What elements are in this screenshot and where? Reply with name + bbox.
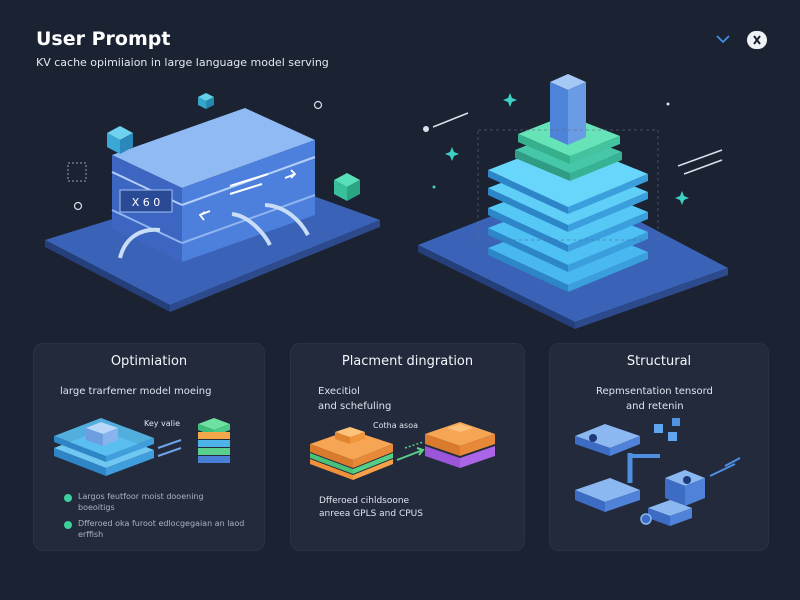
close-button[interactable]	[747, 31, 767, 49]
floating-cube	[198, 93, 214, 109]
server-block: X 6 0	[111, 108, 316, 262]
key-value-annotation: Key valie	[144, 419, 181, 428]
placement-illustration	[310, 422, 495, 480]
page-subtitle: KV cache opimiiaion in large language mo…	[36, 56, 329, 69]
card-description-line: Execitiol	[318, 386, 360, 397]
hero-illustration: X 6 0	[45, 74, 728, 329]
kv-illustration	[54, 418, 230, 476]
layer-stack	[488, 74, 648, 292]
chevron-down-icon[interactable]	[712, 30, 734, 48]
floating-cube	[334, 173, 360, 201]
card-description: large trarfemer model moeing	[60, 386, 212, 397]
bullet-text: Largos feutfoor moist dooening boeoitigs	[78, 492, 204, 512]
placement-card: Placment dingration Execitiol and schefu…	[290, 343, 525, 551]
placement-annotation: Cotha asoa	[373, 421, 418, 430]
bullet-dot	[64, 521, 72, 529]
card-title: Optimiation	[110, 354, 188, 369]
card-title: Placment dingration	[341, 354, 474, 369]
floating-cube	[107, 126, 133, 154]
optimization-card: Optimiation large trarfemer model moeing…	[33, 343, 265, 551]
structural-card: Structural Repmsentation tensord and ret…	[549, 343, 769, 551]
card-description-line: and retenin	[626, 401, 684, 412]
card-title: Structural	[626, 354, 692, 369]
card-description-line: and schefuling	[318, 401, 392, 412]
close-icon	[753, 35, 761, 45]
card-footer-line: Dfferoed cihldsoone	[319, 496, 410, 506]
bullet-dot	[64, 494, 72, 502]
structural-illustration	[575, 418, 741, 526]
card-footer-line: anreea GPLS and CPUS	[319, 509, 423, 519]
page-title: User Prompt	[36, 28, 171, 50]
bullet-text: Dfferoed oka furoot edlocgegaian an laod…	[78, 519, 245, 539]
card-description-line: Repmsentation tensord	[596, 386, 713, 397]
server-label: X 6 0	[132, 196, 161, 209]
